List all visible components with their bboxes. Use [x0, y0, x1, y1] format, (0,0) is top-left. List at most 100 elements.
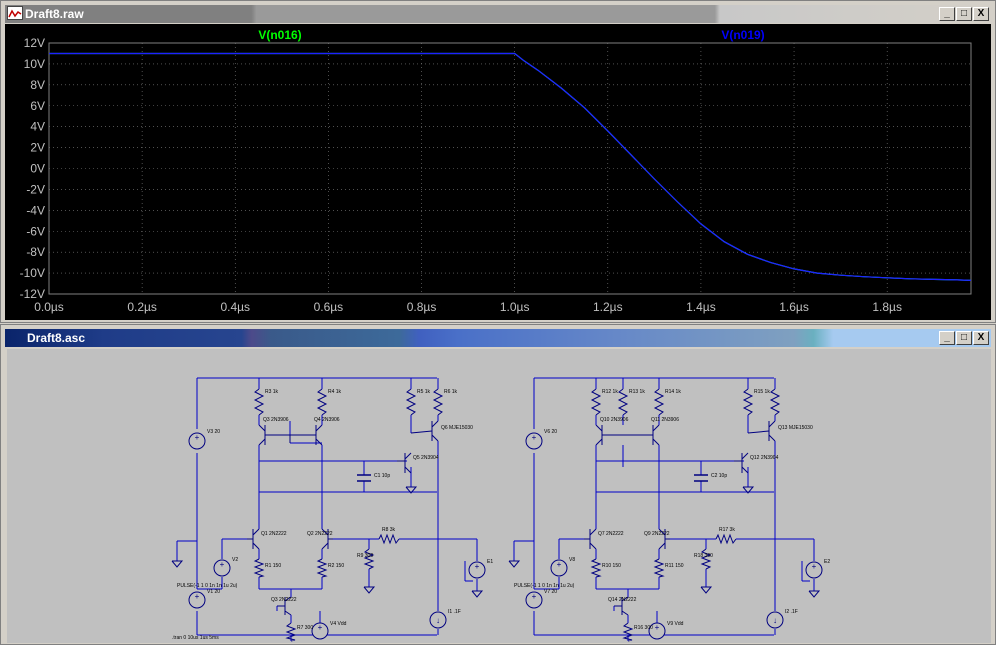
legend-label-1: V(n016) [258, 28, 301, 42]
left-source-label: I1 .1F [448, 609, 461, 615]
right-capacitor-label: C2 10p [711, 473, 727, 479]
svg-text:+: + [557, 560, 562, 569]
right-transistor-label: Q12 2N3904 [750, 455, 779, 461]
x-tick-label: 1.4µs [686, 300, 716, 314]
right-tail-label: R16 300 [634, 625, 653, 631]
left-source-label: V3 20 [207, 429, 220, 435]
right-source-label: V6 20 [544, 429, 557, 435]
close-button[interactable]: X [973, 7, 989, 21]
svg-text:+: + [195, 433, 200, 442]
left-transistor-label: Q1 2N2222 [261, 531, 287, 537]
y-tick-label: -2V [26, 182, 45, 196]
schematic-window: Draft8.asc _ □ X [0, 324, 996, 645]
y-tick-label: 4V [30, 120, 45, 134]
x-tick-label: 1.8µs [872, 300, 902, 314]
right-transistor-label: Q13 MJE15030 [778, 425, 813, 431]
y-tick-label: 2V [30, 141, 45, 155]
schematic-title: Draft8.asc [27, 331, 86, 345]
left-transistor-label: Q5 2N3904 [413, 455, 439, 461]
left-load-label: E1 [487, 559, 493, 565]
left-resistor-label: R5 1k [417, 389, 431, 395]
series-line-1 [49, 52, 972, 281]
svg-text:↓: ↓ [436, 616, 440, 625]
waveform-titlebar[interactable]: Draft8.raw _ □ X [5, 5, 991, 23]
y-tick-label: 0V [30, 162, 45, 176]
right-resistor-label: R12 1k [602, 389, 618, 395]
svg-text:+: + [475, 562, 480, 571]
left-transistor-label: Q2 2N2222 [307, 531, 333, 537]
right-source-label: V9 Vdd [667, 621, 684, 627]
waveform-title: Draft8.raw [25, 7, 84, 21]
left-source-label: V4 Vdd [330, 621, 347, 627]
right-source-label: V8 [569, 557, 575, 563]
series-line-2 [49, 52, 972, 281]
right-resistor-label: R11 150 [665, 563, 684, 569]
right-source-label: I2 .1F [785, 609, 798, 615]
svg-text:+: + [532, 592, 537, 601]
left-resistor-label: R3 1k [265, 389, 279, 395]
left-capacitor-label: C1 10p [374, 473, 390, 479]
x-tick-label: 0.4µs [220, 300, 250, 314]
x-tick-label: 1.0µs [500, 300, 530, 314]
schematic-titlebar[interactable]: Draft8.asc _ □ X [5, 329, 991, 347]
waveform-plot[interactable]: 12V10V8V6V4V2V0V-2V-4V-6V-8V-10V-12V0.0µ… [5, 24, 991, 320]
x-tick-label: 0.6µs [314, 300, 344, 314]
right-resistor-label: R15 1k [754, 389, 770, 395]
svg-text:+: + [318, 623, 323, 632]
right-pulse-label: PULSE(-1 1 0 1n 1n 1u 2u) [514, 583, 575, 589]
x-tick-label: 1.2µs [593, 300, 623, 314]
svg-text:+: + [532, 433, 537, 442]
left-resistor-label: R8 3k [382, 527, 396, 533]
left-source-label: V2 [232, 557, 238, 563]
left-pulse-label: PULSE(-1 1 0 1n 1n 1u 2u) [177, 583, 238, 589]
y-tick-label: -8V [26, 245, 45, 259]
y-tick-label: -4V [26, 203, 45, 217]
left-tail-label: Q3 2N2222 [271, 597, 297, 603]
y-tick-label: -10V [20, 266, 45, 280]
left-resistor-label: R2 150 [328, 563, 344, 569]
right-resistor-label: R18 300 [694, 553, 713, 559]
spice-directive: .tran 0 10us 1us 5ms [172, 635, 219, 641]
y-tick-label: -6V [26, 224, 45, 238]
svg-text:+: + [812, 562, 817, 571]
x-tick-label: 0.8µs [407, 300, 437, 314]
y-tick-label: 6V [30, 99, 45, 113]
left-resistor-label: R9 300 [357, 553, 373, 559]
right-tail-label: Q14 2N2222 [608, 597, 637, 603]
left-resistor-label: R1 150 [265, 563, 281, 569]
minimize-button[interactable]: _ [939, 7, 955, 21]
svg-text:+: + [655, 623, 660, 632]
right-load-label: E2 [824, 559, 830, 565]
right-transistor-label: Q11 2N3906 [651, 417, 679, 423]
legend-label-2: V(n019) [721, 28, 764, 42]
close-button[interactable]: X [973, 331, 989, 345]
left-resistor-label: R4 1k [328, 389, 342, 395]
waveform-app-icon [7, 6, 23, 20]
minimize-button[interactable]: _ [939, 331, 955, 345]
right-resistor-label: R14 1k [665, 389, 681, 395]
y-tick-label: -12V [20, 287, 45, 301]
left-transistor-label: Q4 2N3906 [314, 417, 340, 423]
right-transistor-label: Q10 2N3906 [600, 417, 629, 423]
left-tail-label: R7 300 [297, 625, 313, 631]
x-tick-label: 0.0µs [34, 300, 64, 314]
maximize-button[interactable]: □ [956, 331, 972, 345]
right-source-label: V7 20 [544, 589, 557, 595]
left-transistor-label: Q6 MJE15030 [441, 425, 473, 431]
left-transistor-label: Q3 2N3906 [263, 417, 289, 423]
y-tick-label: 8V [30, 78, 45, 92]
x-tick-label: 0.2µs [127, 300, 157, 314]
right-transistor-label: Q7 2N2222 [598, 531, 624, 537]
y-tick-label: 10V [24, 57, 45, 71]
right-resistor-label: R10 150 [602, 563, 621, 569]
left-source-label: V1 20 [207, 589, 220, 595]
x-tick-label: 1.6µs [779, 300, 809, 314]
maximize-button[interactable]: □ [956, 7, 972, 21]
svg-text:↓: ↓ [773, 616, 777, 625]
right-resistor-label: R13 1k [629, 389, 645, 395]
